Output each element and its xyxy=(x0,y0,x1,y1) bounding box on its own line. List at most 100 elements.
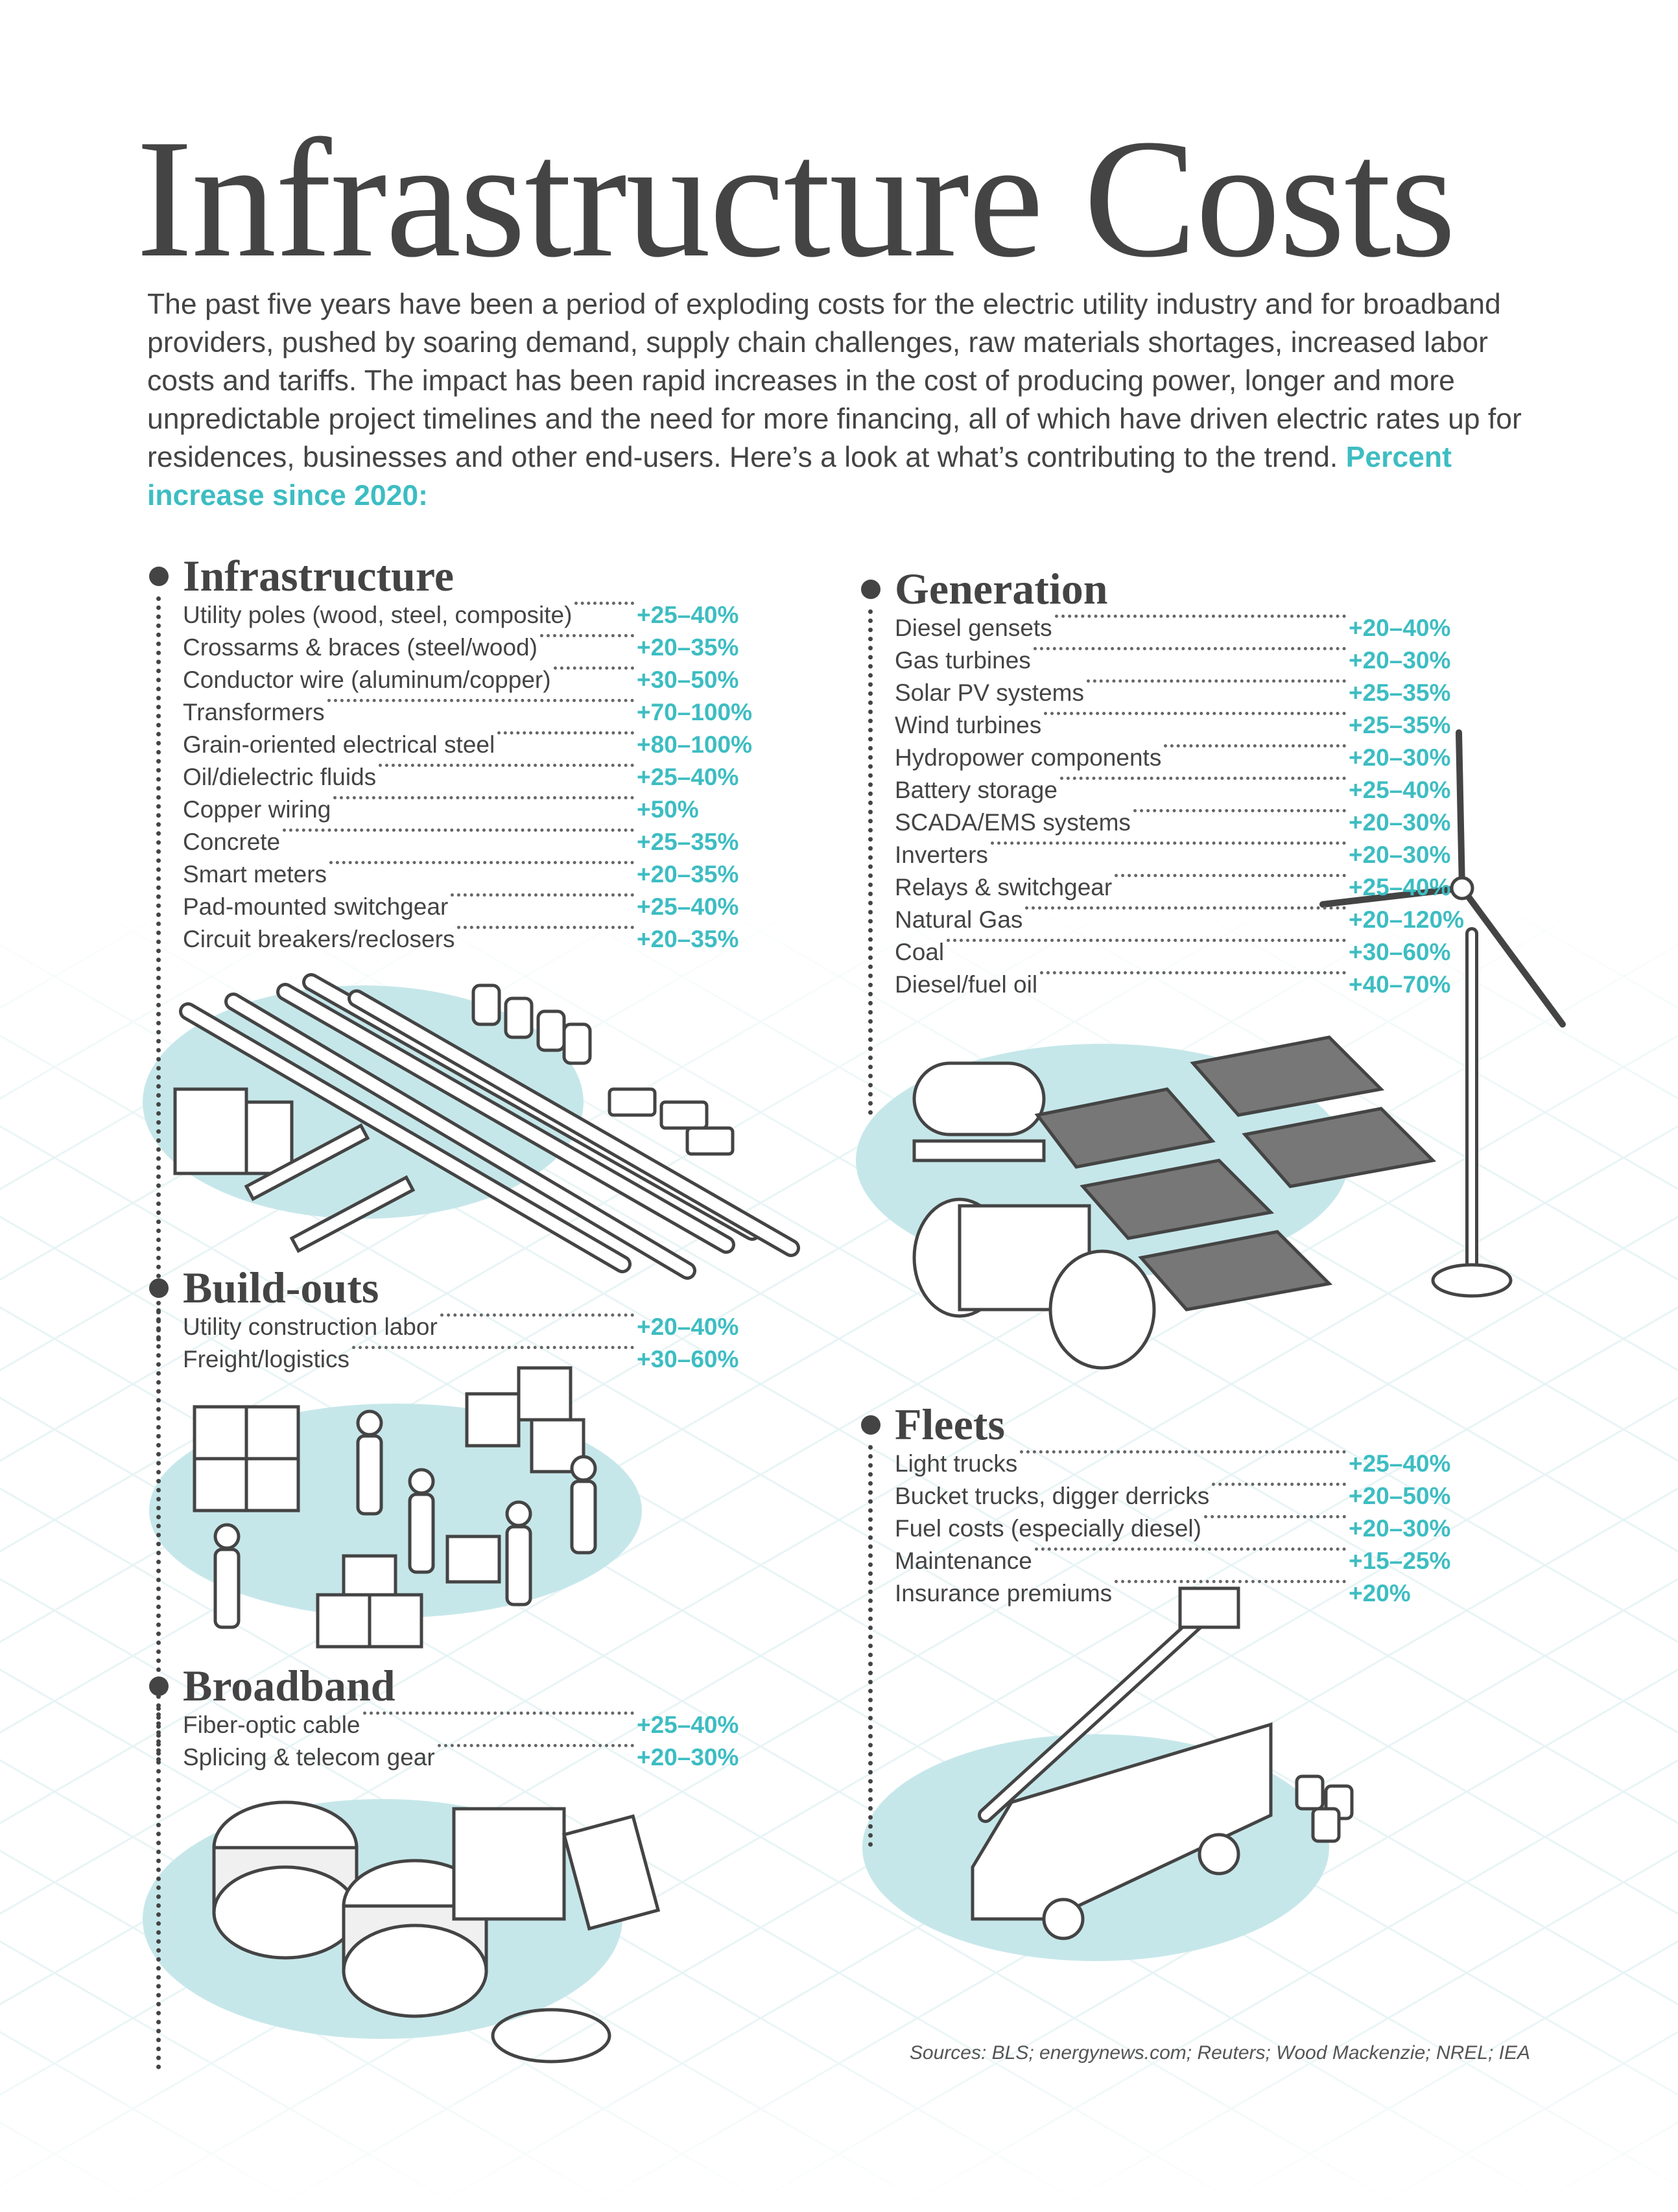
list-item: Transformers+70–100% xyxy=(183,699,752,731)
list-item: Pad-mounted switchgear+25–40% xyxy=(183,893,752,926)
dot-leader xyxy=(379,764,634,767)
item-label: Maintenance xyxy=(895,1547,1032,1574)
item-percent-increase: +20–30% xyxy=(1349,647,1451,674)
workers-illustration xyxy=(213,1409,597,1629)
dot-leader xyxy=(1164,744,1346,747)
item-label: Splicing & telecom gear xyxy=(183,1744,435,1771)
list-item: Hydropower components +20–30% xyxy=(895,744,1464,777)
item-percent-increase: +20–35% xyxy=(637,634,739,661)
dot-leader xyxy=(1203,1515,1346,1518)
item-percent-increase: +25–40% xyxy=(637,602,739,628)
item-label: Hydropower components xyxy=(895,744,1162,771)
dot-leader xyxy=(1115,1580,1346,1583)
item-label: Copper wiring xyxy=(183,796,331,823)
item-percent-increase: +25–40% xyxy=(637,893,739,920)
list-item: Battery storage+25–40% xyxy=(895,777,1464,809)
bucket-truck-illustration xyxy=(971,1586,1273,1940)
list-item: Smart meters +20–35% xyxy=(183,861,752,893)
intro-paragraph: The past five years have been a period o… xyxy=(147,285,1528,515)
item-percent-increase: +25–40% xyxy=(1349,1450,1451,1477)
list-item: Oil/dielectric fluids+25–40% xyxy=(183,764,752,796)
fiber-coil-illustration xyxy=(491,2008,611,2064)
item-label: Solar PV systems xyxy=(895,679,1084,706)
list-item: Insurance premiums+20% xyxy=(895,1580,1450,1612)
item-percent-increase: +25–35% xyxy=(637,829,739,855)
item-percent-increase: +20–35% xyxy=(637,926,739,952)
item-percent-increase: +20–40% xyxy=(637,1313,739,1340)
dot-leader xyxy=(1212,1483,1346,1486)
section-header-generation: Generation xyxy=(861,563,1464,1115)
item-percent-increase: +30–60% xyxy=(637,1346,739,1372)
bullet-icon xyxy=(149,1677,169,1696)
dot-leader xyxy=(283,829,634,832)
list-item: Light trucks+25–40% xyxy=(895,1450,1450,1483)
item-label: Coal xyxy=(895,939,945,965)
dot-leader xyxy=(1020,1450,1346,1453)
bullet-icon xyxy=(149,1278,169,1298)
list-item: Utility construction labor+20–40% xyxy=(183,1313,739,1346)
section-title: Infrastructure xyxy=(183,550,454,600)
list-item: Fiber-optic cable+25–40% xyxy=(183,1712,739,1744)
item-label: Crossarms & braces (steel/wood) xyxy=(183,634,538,661)
item-percent-increase: +30–60% xyxy=(1349,939,1451,965)
item-label: Freight/logistics xyxy=(183,1346,350,1372)
dotted-connector xyxy=(868,1445,878,1847)
list-item: Wind turbines +25–35% xyxy=(895,712,1464,744)
item-percent-increase: +20–30% xyxy=(1349,744,1451,771)
item-percent-increase: +25–35% xyxy=(1349,712,1451,738)
item-percent-increase: +20–35% xyxy=(637,861,739,888)
item-percent-increase: +80–100% xyxy=(637,731,752,758)
section-title: Build-outs xyxy=(183,1262,379,1312)
item-label: SCADA/EMS systems xyxy=(895,809,1131,836)
dot-leader xyxy=(1059,777,1346,780)
item-label: Fuel costs (especially diesel) xyxy=(895,1515,1201,1542)
bullet-icon xyxy=(149,567,169,586)
dot-leader xyxy=(1034,1547,1346,1551)
dot-leader xyxy=(1044,712,1346,715)
item-label: Transformers xyxy=(183,699,325,725)
intro-text: The past five years have been a period o… xyxy=(147,288,1522,473)
section-title: Fleets xyxy=(895,1399,1005,1449)
dot-leader xyxy=(362,1712,634,1715)
item-percent-increase: +20–40% xyxy=(1349,615,1451,641)
dot-leader xyxy=(497,731,634,735)
dot-leader xyxy=(437,1744,634,1747)
dot-leader xyxy=(1025,906,1346,910)
list-item: Coal +30–60% xyxy=(895,939,1464,971)
dot-leader xyxy=(1086,679,1346,683)
item-label: Smart meters xyxy=(183,861,327,888)
item-label: Natural Gas xyxy=(895,906,1023,933)
list-item: Gas turbines+20–30% xyxy=(895,647,1464,679)
item-label: Diesel gensets xyxy=(895,615,1052,641)
list-item: Natural Gas+20–120% xyxy=(895,906,1464,939)
item-label: Conductor wire (aluminum/copper) xyxy=(183,666,551,693)
list-item: Grain-oriented electrical steel+80–100% xyxy=(183,731,752,764)
fuel-tank-illustration xyxy=(912,1061,1046,1162)
dotted-connector xyxy=(868,609,878,1115)
intro-highlight: Percent increase since 2020: xyxy=(147,441,1452,512)
item-label: Battery storage xyxy=(895,777,1058,803)
item-label: Bucket trucks, digger derricks xyxy=(895,1483,1210,1509)
list-item: Copper wiring+50% xyxy=(183,796,752,829)
item-percent-increase: +30–50% xyxy=(637,666,739,693)
dotted-connector xyxy=(156,596,166,1342)
item-label: Relays & switchgear xyxy=(895,874,1113,900)
dot-leader xyxy=(539,634,634,637)
section-header-fleets: Fleets xyxy=(861,1398,1450,1847)
list-item: Fuel costs (especially diesel)+20–30% xyxy=(895,1515,1450,1547)
utility-poles-illustration xyxy=(179,973,800,1280)
list-item: Relays & switchgear+25–40% xyxy=(895,874,1464,906)
section-header-infrastructure: Infrastructure xyxy=(149,550,752,1342)
item-label: Wind turbines xyxy=(895,712,1042,738)
item-percent-increase: +15–25% xyxy=(1349,1547,1451,1574)
item-label: Oil/dielectric fluids xyxy=(183,764,377,790)
dot-leader xyxy=(553,666,634,670)
section-title: Broadband xyxy=(183,1660,396,1710)
dot-leader xyxy=(1115,874,1346,877)
item-percent-increase: +40–70% xyxy=(1349,971,1451,998)
page-title: Infrastructure Costs xyxy=(136,104,1456,292)
item-percent-increase: +20% xyxy=(1349,1580,1411,1606)
section-title: Generation xyxy=(895,563,1108,613)
